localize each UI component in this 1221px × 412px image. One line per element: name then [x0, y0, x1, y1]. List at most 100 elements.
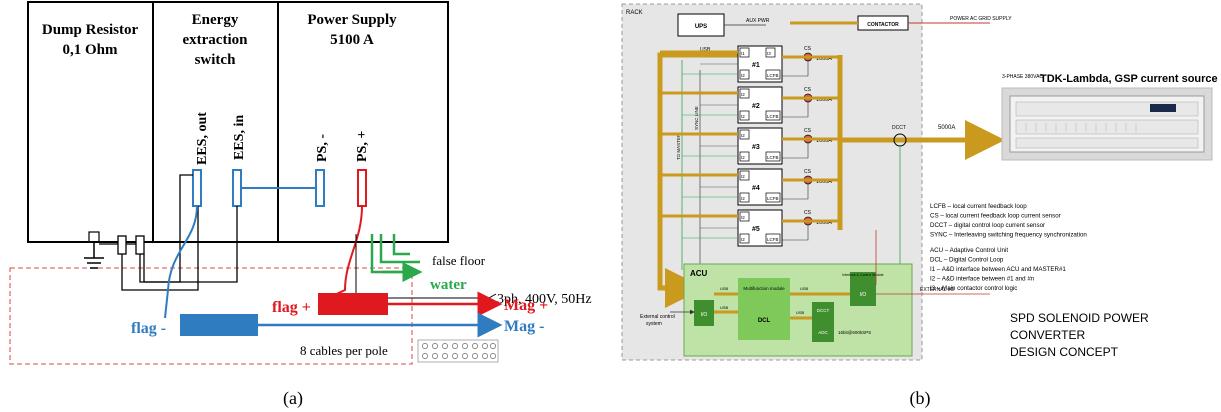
io-label: I/O: [860, 292, 867, 298]
energy-switch-title-3: switch: [195, 52, 236, 68]
dump-resistor-title: Dump Resistor: [42, 22, 139, 38]
module-label: #5: [752, 226, 760, 233]
cs-label: CS: [804, 169, 812, 175]
i3-label: I3: [767, 51, 771, 56]
i2-bottom-label: I2: [741, 155, 745, 160]
dcct-in-label: DCCT: [817, 308, 830, 313]
module-label: #3: [752, 144, 760, 151]
cs-label: CS: [804, 87, 812, 93]
i2-bottom-label: I2: [741, 114, 745, 119]
lcfb-label: LCFB: [767, 114, 779, 119]
legend-item: I1 – A&D interface between ACU and MASTE…: [930, 266, 1066, 273]
cables-label: 8 cables per pole: [300, 343, 388, 358]
interlock-label: Interlock & Control Module: [842, 273, 883, 277]
wire-blue-flag-minus: [165, 206, 197, 318]
module-label: #1: [752, 62, 760, 69]
wire-dump-to-ees-in: [144, 206, 237, 282]
water-label: water: [430, 277, 467, 293]
ps-plus-terminal: [358, 170, 366, 206]
lcfb-label: LCFB: [767, 73, 779, 78]
sync-label: SYNC LINE: [694, 106, 699, 130]
usb-small-label: USB: [720, 286, 729, 291]
legend-item: ACU – Adaptive Control Unit: [930, 247, 1008, 254]
cs-label: CS: [804, 46, 812, 52]
dcl-label: DCL: [758, 318, 771, 324]
resistor-terminal: [118, 236, 126, 254]
lcfb-label: LCFB: [767, 155, 779, 160]
i2-label: I2: [741, 174, 745, 179]
i2-bottom-label: I2: [741, 196, 745, 201]
legend-item: DCCT – digital control loop current sens…: [930, 222, 1045, 229]
mag-minus-label: Mag -: [504, 318, 544, 335]
concept-line-2: CONVERTER: [1010, 328, 1085, 342]
multifunction-label: Multifunction module: [743, 286, 785, 291]
ees-in-terminal: [233, 170, 241, 206]
rack-label: RACK: [626, 10, 643, 16]
out-current-label: 5000A: [938, 125, 955, 131]
i2-bottom-label: I2: [741, 237, 745, 242]
concept-line-3: DESIGN CONCEPT: [1010, 345, 1119, 359]
ees-out-label: EES, out: [195, 112, 210, 165]
wire-dump-to-ees-out: [122, 206, 198, 290]
false-floor-label: false floor: [432, 253, 486, 268]
usb-small-label-4: USB: [796, 310, 805, 315]
tdk-label: TDK-Lambda, GSP current source: [1040, 73, 1218, 85]
external-ctrl-label-1: External control: [640, 314, 675, 320]
legend-item: I3 – Main contactor control logic: [930, 285, 1017, 292]
caption-a: (a): [283, 388, 303, 409]
ups-label: UPS: [695, 24, 707, 30]
legend-item: I2 – A&D interface between #1 and #n: [930, 276, 1035, 283]
energy-switch-title-2: extraction: [183, 32, 249, 48]
adc-label: ADC: [818, 330, 828, 335]
ps-minus-terminal: [316, 170, 324, 206]
legend-abbreviations-1: LCFB – local current feedback loop CS – l…: [930, 203, 1087, 239]
lcfb-label: LCFB: [767, 237, 779, 242]
energy-switch-title-1: Energy: [192, 12, 239, 28]
module-label: #2: [752, 103, 760, 110]
caption-b: (b): [910, 388, 931, 409]
io-small-label: I/O: [701, 312, 708, 318]
i2-bottom-label: I2: [741, 73, 745, 78]
adc-spec-label: 16bit@600kSPS: [838, 330, 871, 335]
phase-label: 3-PHASE 380VAC: [1002, 74, 1043, 80]
legend-item: DCL – Digital Control Loop: [930, 257, 1004, 264]
aux-pwr-label: AUX PWR: [746, 18, 770, 24]
dump-resistor-value: 0,1 Ohm: [62, 42, 118, 58]
usb-small-label-2: USB: [800, 286, 809, 291]
cs-label: CS: [804, 210, 812, 216]
mag-plus-label: Mag +: [504, 297, 548, 314]
concept-line-1: SPD SOLENOID POWER: [1010, 311, 1149, 325]
flag-minus-label: flag -: [131, 320, 166, 337]
master-label: TO MASTER: [676, 133, 681, 160]
flag-minus-bar: [180, 314, 258, 336]
external-ctrl-label-2: system: [646, 321, 662, 327]
flag-plus-label: flag +: [272, 299, 311, 316]
ps-minus-label: PS, -: [315, 134, 330, 162]
module-label: #4: [752, 185, 760, 192]
power-ac-label: POWER AC GRID SUPPLY: [950, 16, 1012, 22]
legend-item: LCFB – local current feedback loop: [930, 203, 1027, 210]
panel-b: RACK UPS AUX PWR CONTACTOR POWER AC GRID…: [622, 4, 1218, 409]
power-supply-title: Power Supply: [307, 12, 397, 28]
legend-item: CS – local current feedback loop current…: [930, 213, 1061, 220]
usb-small-label-3: USB: [720, 305, 729, 310]
resistor-terminal: [136, 236, 144, 254]
contactor-label: CONTACTOR: [867, 22, 899, 28]
panel-a: Dump Resistor 0,1 Ohm Energy extraction …: [10, 2, 592, 409]
cs-label: CS: [804, 128, 812, 134]
wire-red-flag-plus: [328, 206, 362, 298]
dcct-label: DCCT: [892, 125, 906, 131]
interlock-block: [850, 272, 876, 306]
i2-label: I2: [741, 215, 745, 220]
i2-label: I1: [741, 51, 745, 56]
acu-label: ACU: [690, 269, 708, 278]
i2-label: I2: [741, 133, 745, 138]
lcfb-label: LCFB: [767, 196, 779, 201]
ees-in-label: EES, in: [232, 115, 247, 160]
power-supply-value: 5100 A: [330, 32, 374, 48]
flag-plus-bar: [318, 293, 388, 315]
ps-plus-label: PS, +: [355, 131, 370, 162]
i2-label: I2: [741, 92, 745, 97]
